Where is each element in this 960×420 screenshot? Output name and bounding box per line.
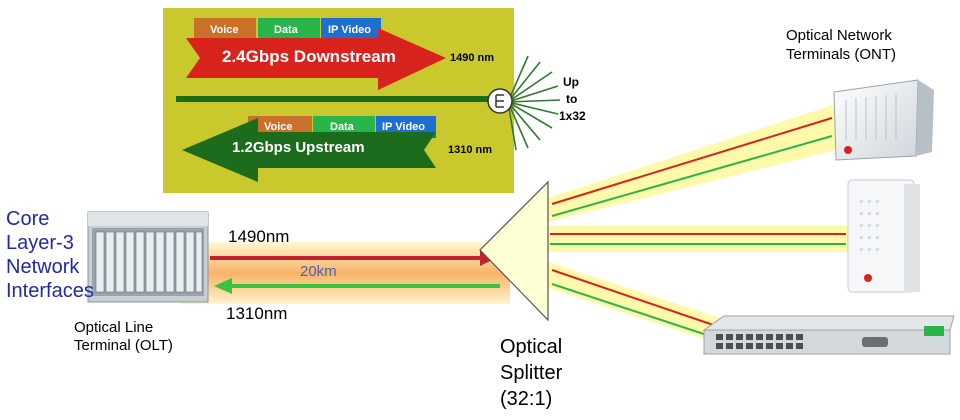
core-label-line3: Network <box>6 256 80 278</box>
olt-chassis <box>87 211 209 303</box>
down-tab-voice-label: Voice <box>210 24 239 36</box>
upstream-arrow <box>182 118 436 182</box>
trunk-distance: 20km <box>300 263 337 280</box>
split-ratio-line1: Up <box>563 75 579 89</box>
upstream-label: 1.2Gbps Upstream <box>232 139 365 156</box>
downstream-wavelength: 1490 nm <box>450 52 495 64</box>
inset-fibre <box>176 96 494 102</box>
down-tab-video-label: IP Video <box>328 24 372 36</box>
trunk-upstream-wavelength: 1310nm <box>226 304 288 323</box>
splitter-label-line2: Splitter <box>500 362 563 384</box>
upstream-wavelength: 1310 nm <box>448 144 493 156</box>
splitter-label-line3: (32:1) <box>500 388 553 410</box>
up-tab-voice-label: Voice <box>264 121 293 133</box>
optical-splitter-shape <box>479 180 549 322</box>
splitter-label-line1: Optical <box>500 336 563 358</box>
downstream-arrow <box>186 28 446 90</box>
trunk-downstream-wavelength: 1490nm <box>228 227 290 246</box>
split-ratio-line3: 1x32 <box>559 109 586 123</box>
core-label-line4: Interfaces <box>6 280 94 302</box>
down-tab-data-label: Data <box>274 24 298 36</box>
ont-device-2 <box>847 179 920 293</box>
ont-device-1 <box>833 79 934 161</box>
split-fan <box>507 55 561 151</box>
up-tab-video-label: IP Video <box>382 121 426 133</box>
trunk-fibre <box>180 242 510 304</box>
ont-label-line2: Terminals (ONT) <box>786 46 897 63</box>
wavelength-inset <box>163 8 561 193</box>
olt-label-line1: Optical Line <box>74 319 154 336</box>
ont-device-3 <box>702 315 955 355</box>
downstream-label: 2.4Gbps Downstream <box>222 47 396 66</box>
ont-links <box>548 104 848 348</box>
split-ratio-line2: to <box>566 92 578 106</box>
up-tab-data-label: Data <box>330 121 354 133</box>
core-label-line1: Core <box>6 208 50 230</box>
upstream-arrowhead <box>214 278 232 294</box>
olt-label-line2: Terminal (OLT) <box>74 337 173 354</box>
core-label-line2: Layer-3 <box>6 232 74 254</box>
ont-label-line1: Optical Network <box>786 27 892 44</box>
